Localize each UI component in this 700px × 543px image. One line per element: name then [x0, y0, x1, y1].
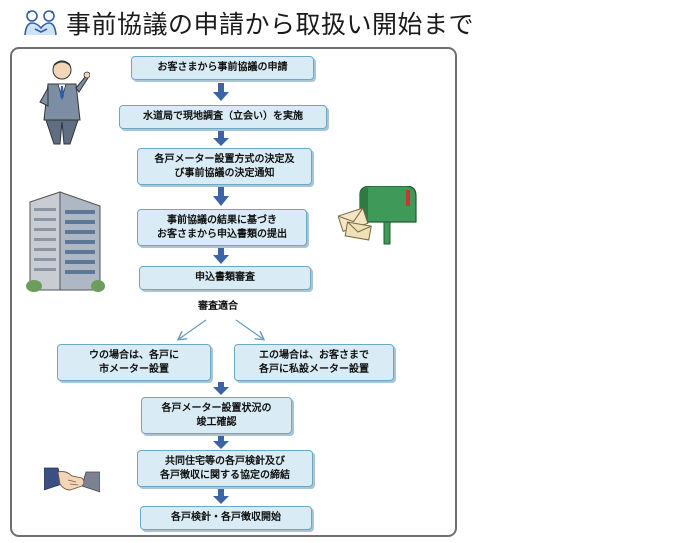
mailbox-letters-icon — [338, 186, 417, 245]
step-site-survey: 水道局で現地調査（立会い）を実施 — [119, 105, 327, 129]
page-title: 事前協議の申請から取扱い開始まで — [66, 10, 475, 39]
step-documents-submission: 事前協議の結果に基づき お客さまから申込書類の提出 — [137, 209, 307, 246]
presenting-man-icon — [39, 60, 90, 145]
branch-city-meter: ウの場合は、各戸に 市メーター設置 — [57, 344, 211, 381]
step-completion-check: 各戸メーター設置状況の 竣工確認 — [141, 397, 292, 434]
step-agreement: 共同住宅等の各戸検針及び 各戸徴収に関する協定の締結 — [137, 450, 313, 487]
step-application: お客さまから事前協議の申請 — [131, 56, 314, 80]
branch-private-meter: エの場合は、お客さまで 各戸に私設メーター設置 — [234, 344, 394, 381]
page-header: 事前協議の申請から取扱い開始まで — [22, 6, 474, 40]
step-start: 各戸検針・各戸徴収開始 — [140, 506, 312, 530]
apartment-building-icon — [26, 191, 105, 292]
step-document-review: 申込書類審査 — [139, 266, 311, 290]
handshake-icon — [44, 467, 100, 493]
step-meter-decision: 各戸メーター設置方式の決定及 び事前協議の決定通知 — [137, 148, 312, 185]
handshake-people-icon — [24, 10, 57, 36]
branch-label: 審査適合 — [198, 301, 238, 312]
